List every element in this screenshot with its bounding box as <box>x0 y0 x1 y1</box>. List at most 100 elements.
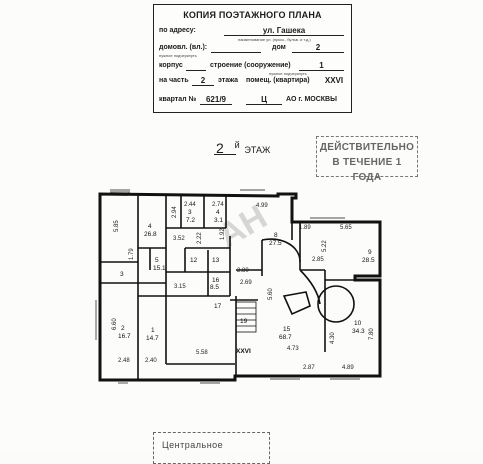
okrug-value: Ц <box>261 95 267 104</box>
domovl-label: домовл. (вл.): <box>159 44 208 51</box>
room-number: 8 <box>274 232 278 239</box>
room-area: 27.5 <box>269 240 282 247</box>
kvartal-value: 621/9 <box>205 95 227 104</box>
dim-label: 4.30 <box>330 332 336 344</box>
validity-line-1: ДЕЙСТВИТЕЛЬНО <box>319 142 415 153</box>
dim-label: 2.74 <box>212 202 224 208</box>
dim-label: 2.85 <box>312 257 324 263</box>
document-title: КОПИЯ ПОЭТАЖНОГО ПЛАНА <box>183 10 322 20</box>
domovl-underline <box>211 52 261 53</box>
room-number: 3 <box>188 209 192 216</box>
dim-label: 2.94 <box>172 206 178 218</box>
room-area: 68.7 <box>279 334 292 341</box>
room-number: 10 <box>354 320 362 327</box>
dim-label: 1.79 <box>129 248 135 260</box>
dim-label: 5.58 <box>196 350 208 356</box>
floor-plan: АН <box>95 189 382 384</box>
floor-underline <box>214 154 236 155</box>
dim-label: 5.65 <box>340 225 352 231</box>
validity-stamp: ДЕЙСТВИТЕЛЬНО В ТЕЧЕНИЕ 1 ГОДА <box>316 136 418 183</box>
dim-label: 1.89 <box>299 225 311 231</box>
stroenie-underline <box>299 70 344 71</box>
stroenie-value: 1 <box>319 61 324 70</box>
org-label: АО г. МОСКВЫ <box>286 96 337 103</box>
dim-label: 2.80 <box>237 268 249 274</box>
dim-label: 5.22 <box>322 240 328 252</box>
bottom-stamp: Центральное <box>153 432 270 464</box>
floor-word: этажа <box>218 77 239 84</box>
pomesch-value: XXVI <box>324 76 344 85</box>
dim-label: 6.60 <box>112 318 118 330</box>
bottom-stamp-text: Центральное <box>162 440 224 450</box>
street-hint: наименование ул. (пркск., бульв. и т.д.) <box>238 37 311 42</box>
stroenie-label: строение (сооружение) <box>210 62 291 69</box>
windows <box>95 189 360 384</box>
room-number: 13 <box>212 257 220 264</box>
dom-underline <box>292 52 344 53</box>
stroenie-hint: нужное подчеркнуть <box>269 71 307 76</box>
room-area: 3.1 <box>214 217 223 224</box>
kvartal-underline <box>200 104 232 105</box>
dim-label: 3.15 <box>174 284 186 290</box>
dim-label: 2.87 <box>303 365 315 371</box>
dim-label: 2.48 <box>118 358 130 364</box>
room-number: 3 <box>120 271 124 278</box>
room-area: 34.3 <box>352 328 365 335</box>
header-stamp: КОПИЯ ПОЭТАЖНОГО ПЛАНА по адресу: ул. Га… <box>153 4 352 113</box>
room-number: 5 <box>155 257 159 264</box>
part-underline <box>192 85 214 86</box>
dim-label: 4.73 <box>287 346 299 352</box>
floor-word-label: ЭТАЖ <box>244 145 271 155</box>
room-number: 12 <box>190 257 198 264</box>
room-area: 26.8 <box>144 231 157 238</box>
curved-walls <box>261 238 355 323</box>
room-number: 1 <box>151 327 155 334</box>
dom-value: 2 <box>315 43 321 52</box>
dim-label: 2.44 <box>184 202 196 208</box>
room-number: 9 <box>368 249 372 256</box>
floor-number: 2 <box>216 140 224 156</box>
room-area: 28.5 <box>362 257 375 264</box>
room-area: 16.7 <box>118 333 131 340</box>
address-label: по адресу: <box>159 27 196 34</box>
room-number: 4 <box>216 209 220 216</box>
room-number: 4 <box>148 223 152 230</box>
room-area: 15.1 <box>153 265 166 272</box>
room-number: 16 <box>212 277 220 284</box>
dim-label: 5.60 <box>268 288 274 300</box>
dom-label: дом <box>272 44 286 51</box>
floor-suffix: й <box>234 140 240 150</box>
outer-walls <box>98 192 382 382</box>
korpus-underline <box>186 70 206 71</box>
dim-label: 7.80 <box>369 328 375 340</box>
floor-heading: 2 й ЭТАЖ <box>216 140 270 156</box>
room-area: 7.2 <box>186 217 195 224</box>
korpus-label: корпус <box>159 62 183 69</box>
dim-label: 1.92 <box>220 228 226 240</box>
dim-label: 4.99 <box>256 203 268 209</box>
street-value: ул. Гашека <box>262 26 306 35</box>
apartment-label: XXVI <box>236 348 251 355</box>
street-underline <box>224 35 344 36</box>
inner-walls <box>100 194 380 380</box>
room-area: 14.7 <box>146 335 159 342</box>
dim-label: 2.40 <box>145 358 157 364</box>
part-label: на часть <box>159 77 189 84</box>
stairs <box>235 301 257 333</box>
room-number: 15 <box>283 326 291 333</box>
dim-label: 2.22 <box>197 232 203 244</box>
room-number: 19 <box>240 318 248 325</box>
plan-labels: 5.85 4 26.8 2.94 2.44 3 7.2 2.74 4 3.1 4… <box>112 202 375 371</box>
dim-label: 3.52 <box>173 236 185 242</box>
room-number: 17 <box>214 303 222 310</box>
room-number: 2 <box>121 325 125 332</box>
dim-label: 4.89 <box>342 365 354 371</box>
okrug-underline <box>246 104 282 105</box>
kvartal-label: квартал № <box>159 96 197 103</box>
dim-label: 2.69 <box>240 280 252 286</box>
room-area: 8.5 <box>210 284 219 291</box>
domovl-hint: нужное подчеркнуть <box>159 53 197 58</box>
validity-line-2: В ТЕЧЕНИЕ 1 ГОДА <box>332 157 402 183</box>
dim-label: 5.85 <box>114 220 120 232</box>
part-value: 2 <box>200 76 206 85</box>
